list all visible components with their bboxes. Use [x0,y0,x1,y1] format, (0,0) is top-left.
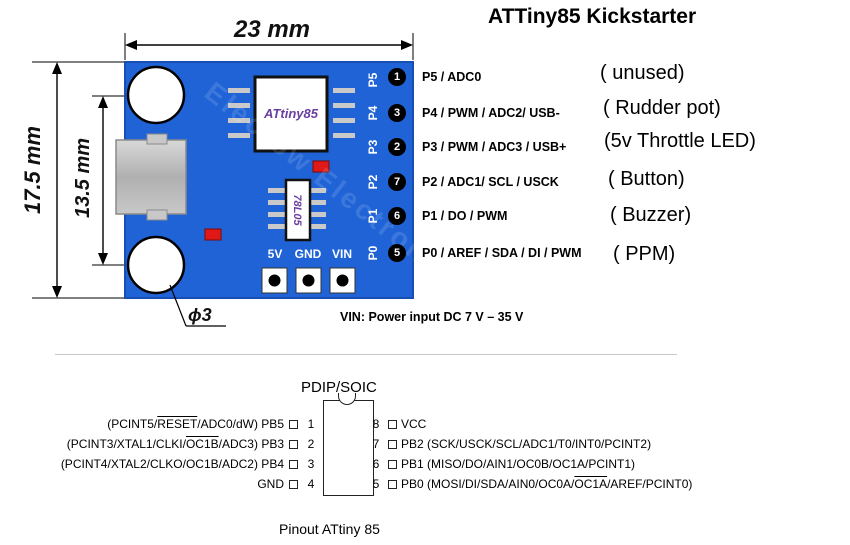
side-pin-p3: P3 [366,139,380,154]
hole-diameter-callout: ϕ3 [169,284,226,327]
ic-pin-number: 3 [307,457,315,471]
pin-label: P5 / ADC0 [422,70,482,84]
side-pin-p2: P2 [366,174,380,189]
pin-row-p2: 7 P2 / ADC1/ SCL / USCK [388,169,559,195]
pin-pad [388,479,397,489]
pin-row-p0: 5 P0 / AREF / SDA / DI / PWM [388,240,582,266]
ic-pin-label: PB0 (MOSI/DI/SDA/AIN0/OC0A/OC1A/AREF/PCI… [401,477,693,491]
ic-pin-number: 6 [372,457,380,471]
pin-label: P4 / PWM / ADC2/ USB- [422,106,560,120]
page-title: ATTiny85 Kickstarter [488,5,697,28]
mounting-hole-bottom [126,235,186,295]
ic-pin-6: 6 PB1 (MISO/DO/AIN1/OC0B/OC1A/PCINT1) [368,455,635,473]
pin-note-p5: ( unused) [600,62,685,84]
ic-pin-2: (PCINT3/XTAL1/CLKI/OC1B/ADC3) PB3 2 [67,435,319,453]
width-dimension-label: 23 mm [233,16,310,43]
side-pin-p1: P1 [366,208,380,223]
ic-pin-number: 8 [372,417,380,431]
pin-pad [289,459,298,469]
ic-pin-label: GND [257,477,284,491]
inner-dimension-label: 13.5 mm [72,138,94,218]
side-pin-p4: P4 [366,105,380,120]
pin-number-badge: 2 [388,138,406,156]
ic-package-body [323,400,374,496]
pin-pad [289,439,298,449]
pin-pad [289,479,298,489]
package-title: PDIP/SOIC [301,379,377,396]
pin-note-p2: ( Button) [608,168,685,190]
pin-label: P2 / ADC1/ SCL / USCK [422,175,559,189]
board: ATtiny85 78L05 P5 P4 P3 P2 P1 P0 [115,61,473,299]
pin-pad [388,439,397,449]
pin-number-badge: 5 [388,244,406,262]
pin-note-p0: ( PPM) [613,243,676,265]
pin-note-p3: (5v Throttle LED) [604,130,756,152]
ic-pin-number: 7 [372,437,380,451]
regulator-label: 78L05 [291,194,303,226]
pin-pad [388,459,397,469]
pin-note-p4: ( Rudder pot) [603,97,721,119]
vin-note: VIN: Power input DC 7 V – 35 V [340,310,524,324]
height-dimension-label: 17.5 mm [20,126,45,214]
ic-pin-label: (PCINT5/RESET/ADC0/dW) PB5 [107,417,284,431]
pinout-caption: Pinout ATtiny 85 [279,521,380,537]
pin-row-p3: 2 P3 / PWM / ADC3 / USB+ [388,134,566,160]
bottom-pin-gnd-label: GND [295,247,322,261]
led-bottom [204,228,222,241]
ic-pin-4: GND 4 [257,475,319,493]
hole-diameter-label: ϕ3 [188,305,212,325]
side-pin-p0: P0 [366,245,380,260]
ic-pin-number: 2 [307,437,315,451]
ic-pin-label: (PCINT3/XTAL1/CLKI/OC1B/ADC3) PB3 [66,437,284,451]
pin-note-p1: ( Buzzer) [610,204,692,226]
height-dimension: 17.5 mm [20,61,125,299]
led-top [312,160,330,173]
pin-number-badge: 1 [388,68,406,86]
pin-number-badge: 7 [388,173,406,191]
width-dimension: 23 mm [124,16,414,60]
pin-pad [388,419,397,429]
bottom-pin-5v-label: 5V [268,247,283,261]
pin-label: P0 / AREF / SDA / DI / PWM [422,246,582,260]
pin-row-p1: 6 P1 / DO / PWM [388,203,507,229]
regulator-78l05 [284,178,312,242]
bottom-pin-vin-label: VIN [332,247,352,261]
inner-dimension: 13.5 mm [72,95,150,266]
pin-row-p4: 3 P4 / PWM / ADC2/ USB- [388,100,560,126]
pin-number-badge: 6 [388,207,406,225]
attiny85-chip [253,75,329,153]
ic-pin-8: 8 VCC [368,415,427,433]
ic-pin-7: 7 PB2 (SCK/USCK/SCL/ADC1/T0/INT0/PCINT2) [368,435,651,453]
ic-pin-5: 5 PB0 (MOSI/DI/SDA/AIN0/OC0A/OC1A/AREF/P… [368,475,693,493]
pin-number-badge: 3 [388,104,406,122]
pin-row-p5: 1 P5 / ADC0 [388,64,481,90]
ic-pin-3: (PCINT4/XTAL2/CLKO/OC1B/ADC2) PB4 3 [61,455,319,473]
pin-pad [289,419,298,429]
ic-pin-label: PB1 (MISO/DO/AIN1/OC0B/OC1A/PCINT1) [401,457,636,471]
mounting-hole-top [126,65,186,125]
divider [55,354,677,355]
ic-pin-label: VCC [401,417,427,431]
usb-connector [115,133,187,221]
ic-pin-number: 4 [307,477,315,491]
ic-pin-number: 1 [307,417,315,431]
pin-label: P1 / DO / PWM [422,209,508,223]
ic-pin-label: (PCINT4/XTAL2/CLKO/OC1B/ADC2) PB4 [60,457,284,471]
pin-label: P3 / PWM / ADC3 / USB+ [422,140,567,154]
ic-pin-label: PB2 (SCK/USCK/SCL/ADC1/T0/INT0/PCINT2) [401,437,652,451]
ic-pin-number: 5 [372,477,380,491]
ic-pin-1: (PCINT5/RESET/ADC0/dW) PB5 1 [107,415,319,433]
chip-label: ATtiny85 [263,106,319,121]
side-pin-p5: P5 [366,72,380,87]
